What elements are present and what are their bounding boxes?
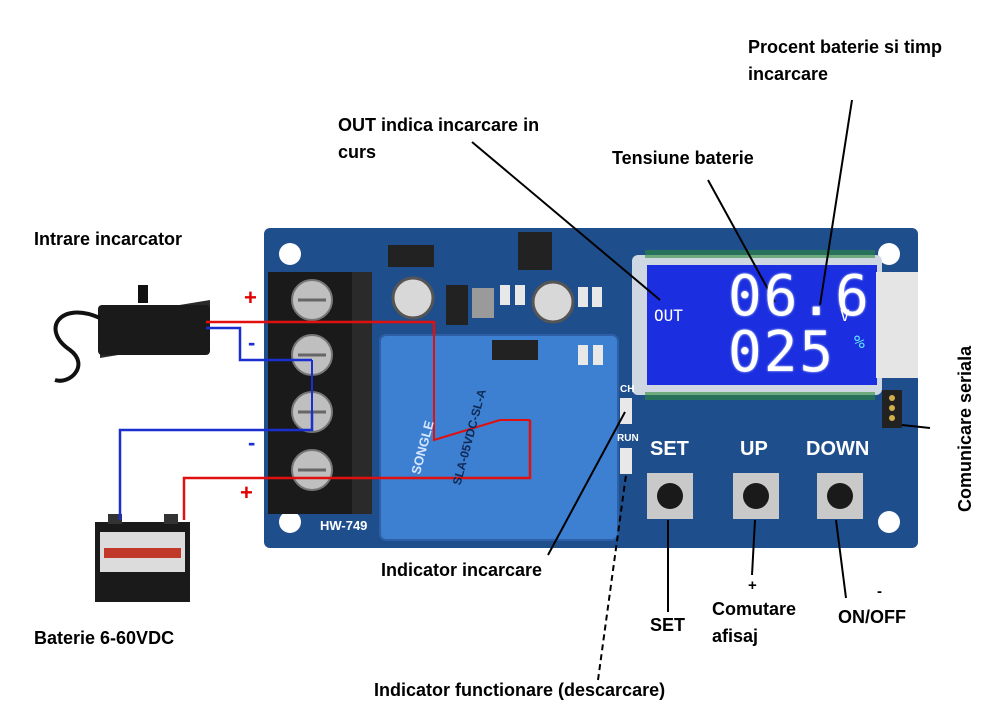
callout-line-functionare: [597, 474, 627, 681]
lcd-out-label: OUT: [654, 306, 683, 325]
led-ch-label: CH: [620, 384, 635, 395]
callout-line-serial: [901, 424, 931, 429]
callout-line-down: [835, 519, 847, 599]
battery-image: [95, 514, 190, 602]
label-intrare: Intrare incarcator: [34, 229, 183, 249]
led-run: [620, 448, 632, 474]
charger-adapter: [53, 285, 210, 383]
ic-u3: [518, 232, 552, 270]
label-on-off: ON/OFF: [838, 607, 906, 627]
wire-battery-plus: [182, 420, 532, 520]
wire-charger-minus: [206, 326, 312, 362]
lcd-percent-unit: %: [854, 332, 865, 353]
label-indicator-incarcare: Indicator incarcare: [381, 560, 543, 580]
lcd-voltage-value: 06.6: [728, 264, 871, 329]
label-comutare: Comutare afisaj: [712, 596, 796, 650]
mount-hole: [279, 511, 301, 533]
label-comunicare: Comunicare seriala: [955, 345, 975, 512]
mount-hole: [878, 511, 900, 533]
wire-relay-internal: [433, 335, 530, 442]
inductor: [472, 288, 494, 318]
callout-line-procent: [819, 99, 853, 306]
wire-plus-bottom: +: [240, 480, 253, 505]
label-procent-line2: incarcare: [748, 64, 829, 84]
led-ch: [620, 398, 632, 424]
diode-d3: [388, 245, 434, 267]
label-tensiune: Tensiune baterie: [612, 148, 754, 168]
label-procent-line1: Procent baterie si timp: [748, 37, 943, 57]
callout-line-indicator-incarcare: [547, 411, 626, 556]
led-run-label: RUN: [617, 433, 639, 444]
wire-charger-plus: [206, 320, 436, 335]
lcd-percent-value: 025: [728, 320, 836, 385]
capacitor-c1: [391, 276, 435, 320]
label-minus-sign: -: [877, 583, 882, 600]
label-baterie: Baterie 6-60VDC: [34, 628, 175, 648]
diode-d2: [446, 285, 468, 325]
button-down-silk: DOWN: [806, 438, 870, 460]
callout-line-out: [471, 141, 661, 301]
board-model-label: HW-749: [320, 518, 368, 533]
label-procent: Procent baterie si timp incarcare: [748, 34, 942, 88]
mount-hole: [878, 243, 900, 265]
label-comutare-line2: afisaj: [712, 626, 759, 646]
button-set-silk: SET: [650, 438, 689, 460]
wire-minus-top: -: [248, 330, 256, 355]
terminal-screws: [291, 279, 333, 491]
lcd-voltage-unit: V: [840, 306, 850, 325]
wire-battery-minus: [118, 412, 314, 520]
label-out-line1: OUT indica incarcare in: [338, 115, 540, 135]
relay: [379, 334, 619, 541]
lcd-screen: [647, 265, 877, 385]
button-up-silk: UP: [740, 438, 768, 460]
label-plus-sign: +: [748, 577, 757, 594]
diode-d1: [492, 340, 538, 360]
callout-line-up: [751, 519, 756, 576]
label-out-line2: curs: [338, 142, 377, 162]
capacitor-c2: [531, 280, 575, 324]
label-comutare-line1: Comutare: [712, 599, 797, 619]
label-out: OUT indica incarcare in curs: [338, 112, 539, 166]
wire-minus-bottom: -: [248, 430, 256, 455]
lcd-ribbon: [876, 272, 918, 378]
button-down-hw: [817, 473, 863, 519]
callout-line-tensiune: [707, 179, 776, 303]
button-up-hw: [733, 473, 779, 519]
wire-plus-top: +: [244, 285, 257, 310]
label-indicator-functionare: Indicator functionare (descarcare): [374, 680, 666, 700]
button-set-hw: [647, 473, 693, 519]
mount-hole: [279, 243, 301, 265]
label-set: SET: [650, 615, 686, 635]
